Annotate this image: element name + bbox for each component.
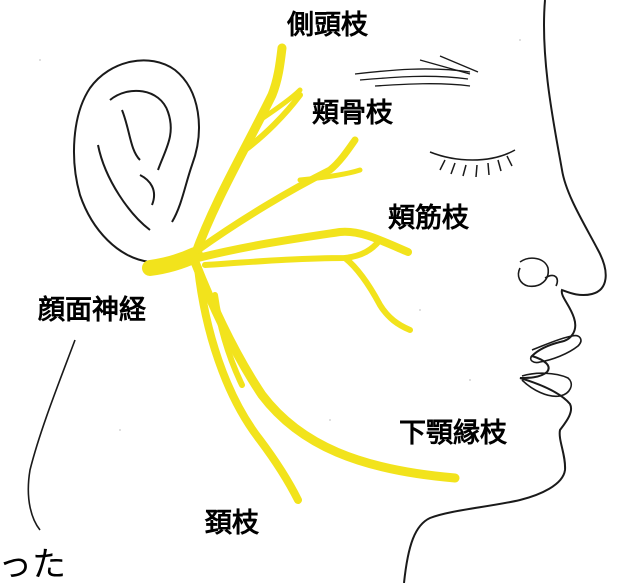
closed-eye-icon [430,150,515,177]
nose-outline [518,258,548,286]
label-buccal-branch: 頬筋枝 [388,205,469,232]
label-zygomatic-branch: 頬骨枝 [312,100,393,127]
partial-caption-text: った [0,548,66,582]
label-facial-nerve: 顔面神経 [38,297,146,324]
neck-line [28,340,75,530]
face-profile-outline [404,0,606,583]
eyebrow [355,56,478,86]
label-marginal-mandibular-branch: 下顎縁枝 [399,420,507,447]
label-temporal-branch: 側頭枝 [287,12,368,39]
label-cervical-branch: 頚枝 [205,510,259,537]
ear-icon [74,60,199,262]
